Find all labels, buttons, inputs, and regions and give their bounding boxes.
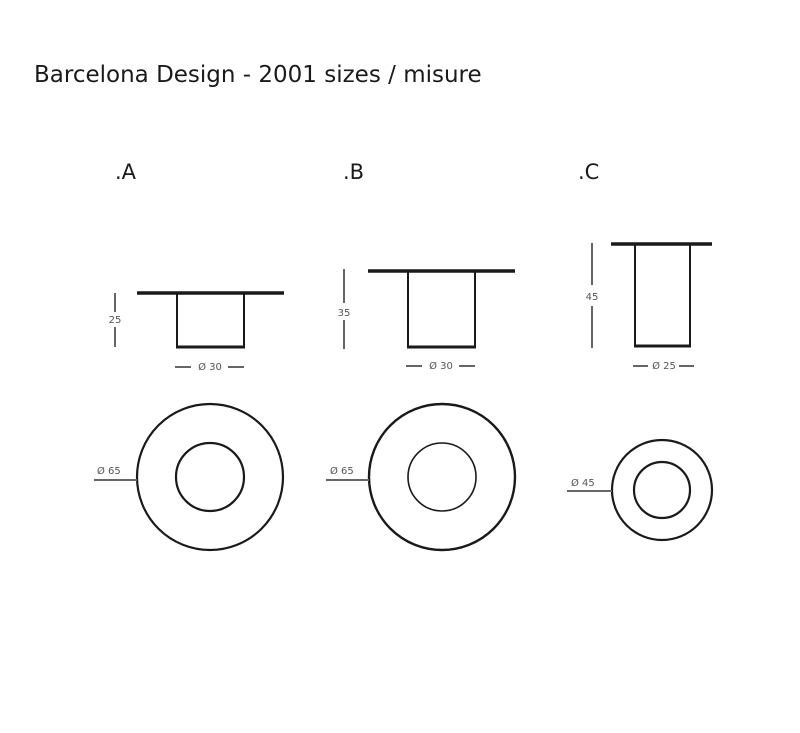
variant-a-side-view: 25 Ø 30 (109, 291, 284, 373)
variant-b-top-view: Ø 65 (326, 402, 517, 552)
variant-c-side-view: 45 Ø 25 (586, 242, 712, 372)
variant-a-base-circle (174, 441, 246, 513)
variant-c-base-diameter-label: Ø 25 (652, 360, 676, 372)
variant-c-height-dimension: 45 (586, 243, 599, 348)
variant-b-tabletop-circle (367, 402, 517, 552)
variant-c-tabletop-circle (610, 438, 714, 542)
variant-a-base-diameter-label: Ø 30 (198, 361, 222, 373)
variant-c-height-label: 45 (586, 292, 599, 303)
variant-a-tabletop-circle (135, 402, 285, 552)
variant-c-top-diameter-label: Ø 45 (571, 477, 595, 489)
variant-b-height-dimension: 35 (338, 269, 351, 349)
variant-b-side-view: 35 Ø 30 (338, 269, 515, 372)
variant-a-base-diameter-dimension: Ø 30 (175, 361, 244, 373)
variant-b-height-label: 35 (338, 308, 351, 319)
variant-a-height-dimension: 25 (109, 293, 122, 347)
variant-b-label: .B (343, 160, 365, 184)
variant-c-base-diameter-dimension: Ø 25 (633, 360, 694, 372)
variant-b-base-diameter-dimension: Ø 30 (406, 360, 475, 372)
page-title: Barcelona Design - 2001 sizes / misure (34, 62, 482, 88)
variant-b-top-diameter-label: Ø 65 (330, 465, 354, 477)
variant-b-base-circle (407, 442, 477, 512)
variant-c-base-circle (632, 460, 692, 520)
variant-a-label: .A (115, 160, 137, 184)
variant-a-top-view: Ø 65 (94, 402, 285, 552)
variant-b-base-diameter-label: Ø 30 (429, 360, 453, 372)
variant-a-height-label: 25 (109, 315, 122, 326)
variant-a-top-diameter-label: Ø 65 (97, 465, 121, 477)
variant-c-top-view: Ø 45 (567, 438, 714, 542)
variant-c-label: .C (578, 160, 600, 184)
